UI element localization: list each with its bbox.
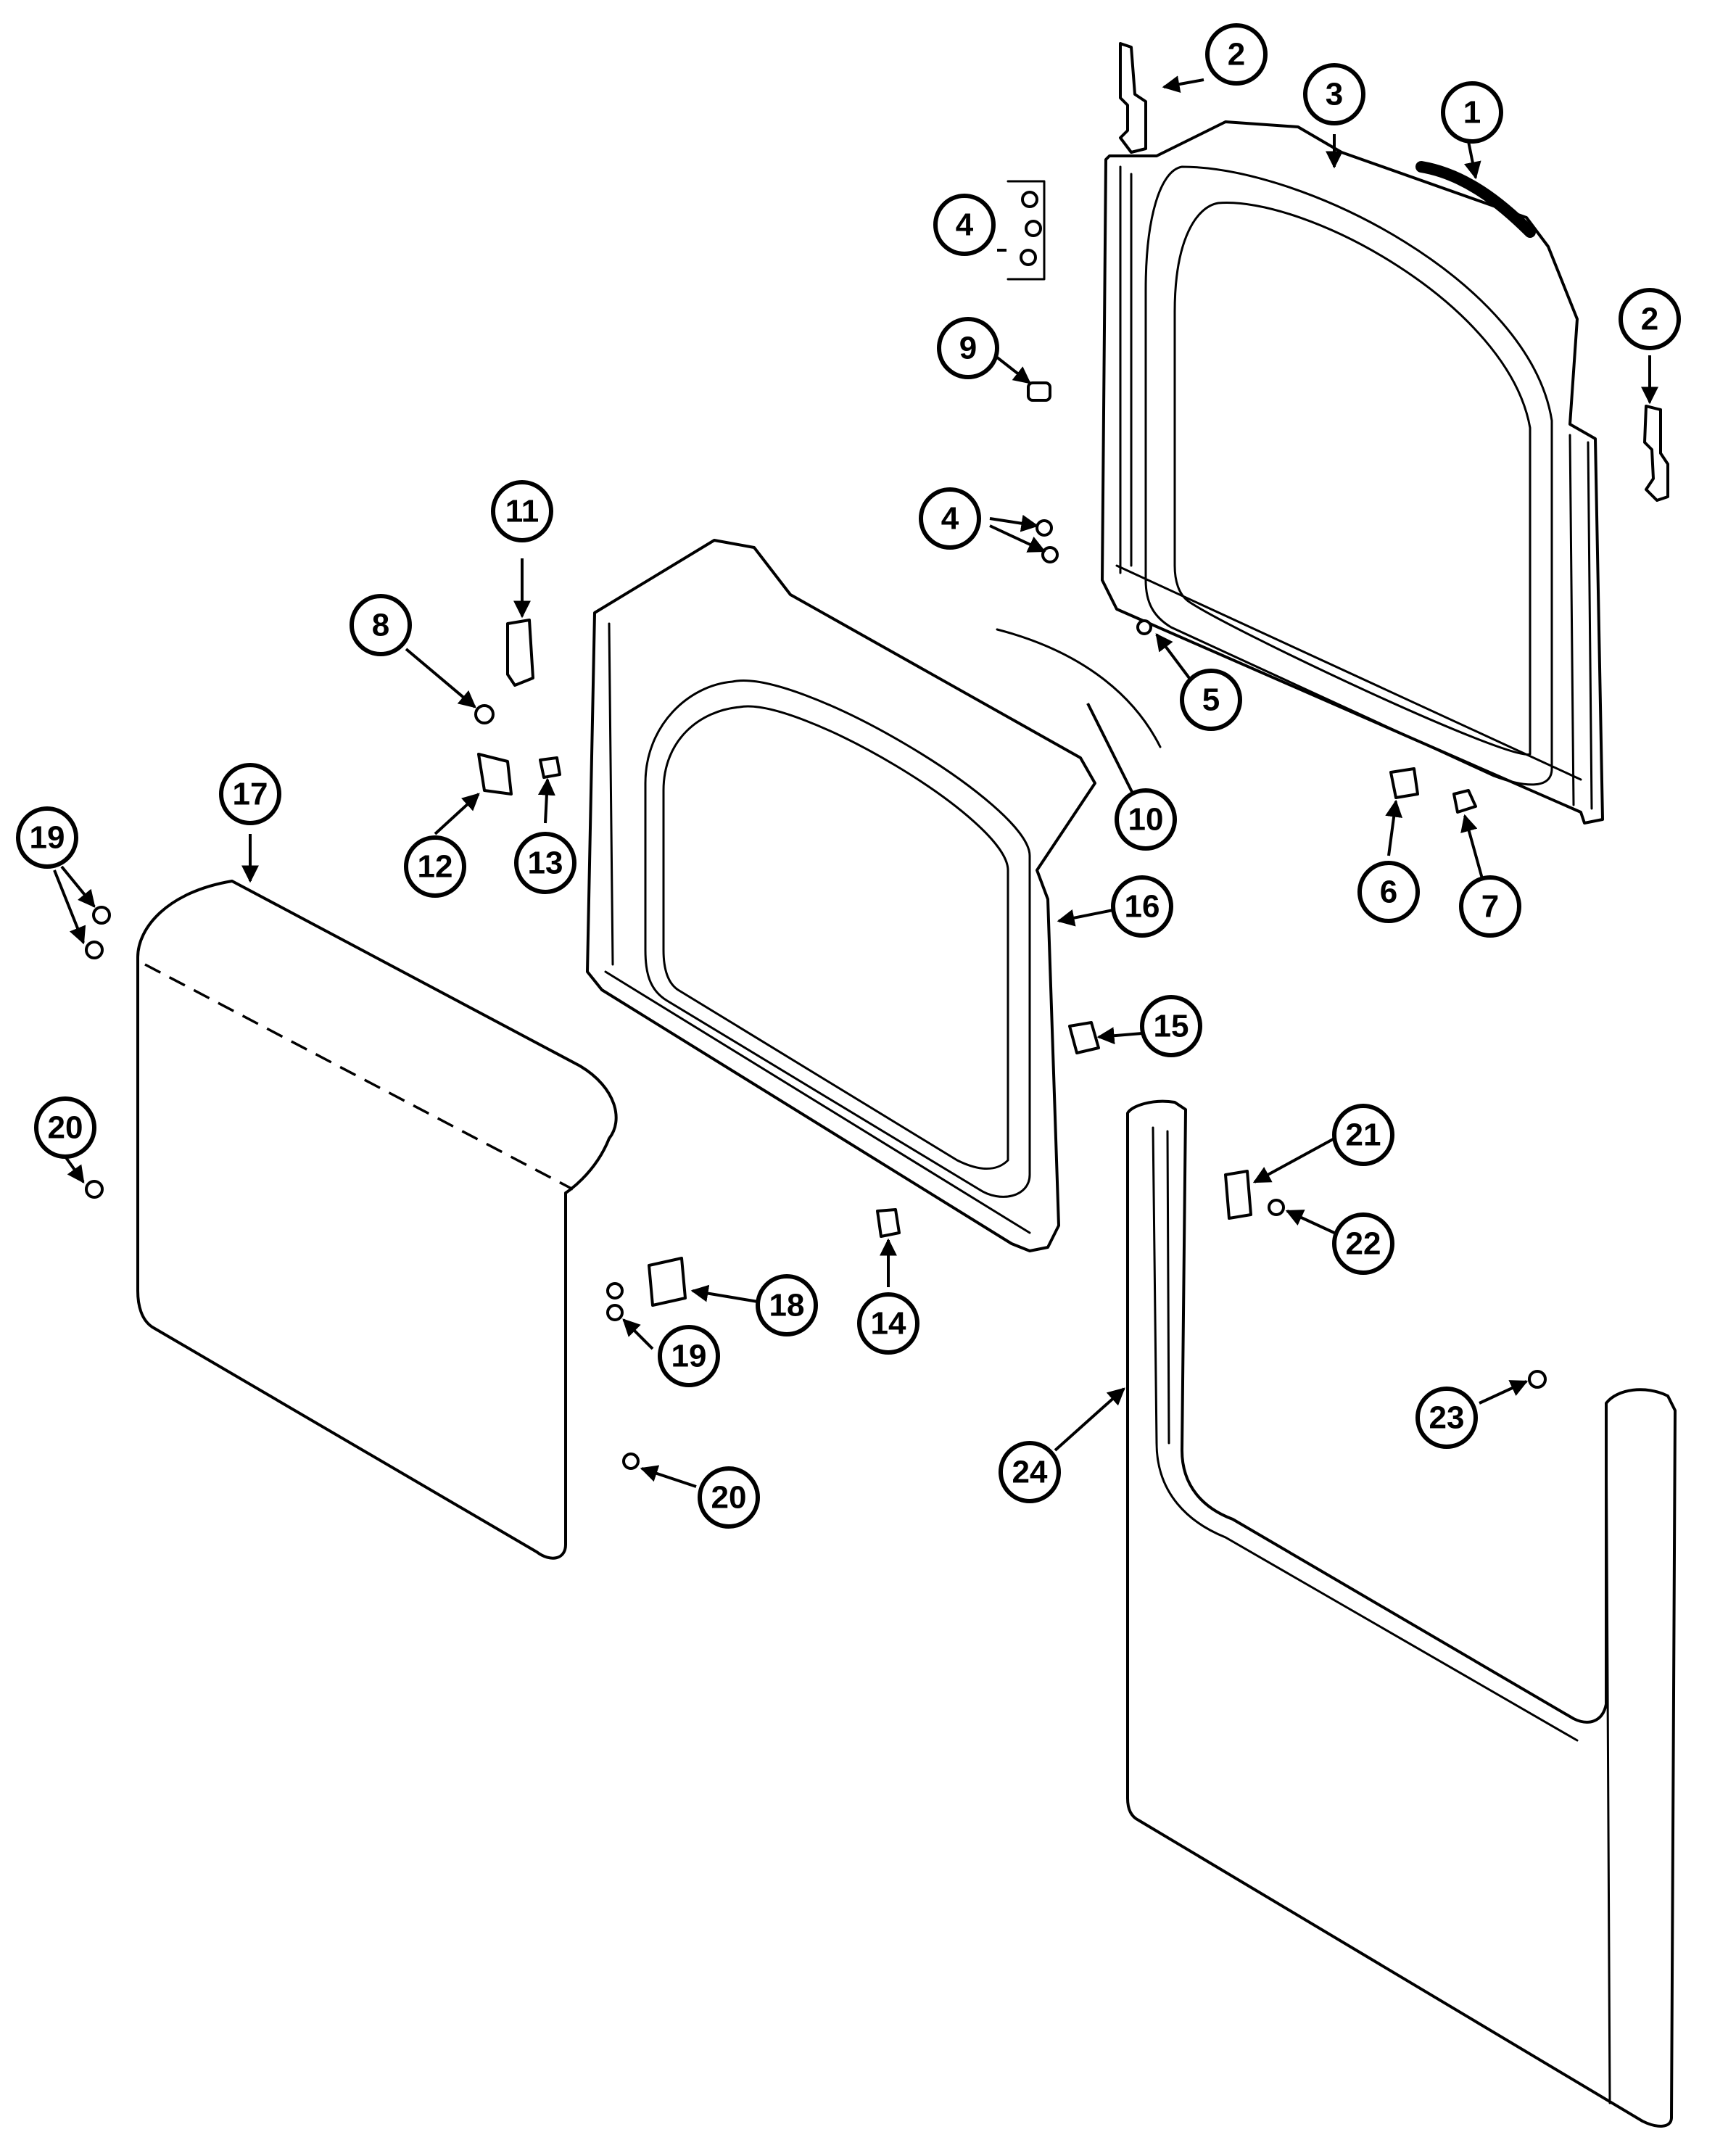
callout-11-label: 11 (505, 494, 540, 529)
part-20-screw-lower (622, 1453, 640, 1470)
part-8-grommet (474, 704, 495, 724)
part-22-screw (1268, 1199, 1285, 1216)
part-19-screws-lower (606, 1282, 624, 1321)
callout-19-lower: 19 (658, 1325, 720, 1387)
callout-7: 7 (1459, 875, 1521, 938)
part-16-door-frame (586, 539, 1096, 1252)
callout-20-upper: 20 (34, 1096, 96, 1159)
part-2-bracket-right (1643, 405, 1669, 502)
part-4-screws (1036, 519, 1059, 563)
callout-19-upper: 19 (16, 806, 78, 869)
part-5-screw (1136, 619, 1152, 635)
callout-10-label: 10 (1128, 802, 1164, 838)
callout-23: 23 (1415, 1387, 1478, 1449)
callout-2-top: 2 (1205, 23, 1268, 86)
callout-12-label: 12 (418, 849, 453, 885)
callout-20-lower: 20 (698, 1466, 760, 1529)
callout-21-label: 21 (1346, 1117, 1381, 1153)
part-21-bracket (1224, 1170, 1252, 1220)
callout-22-label: 22 (1346, 1226, 1381, 1262)
leader-lines (53, 75, 1658, 1488)
part-19-screws-upper (85, 906, 111, 959)
callout-4-top-label: 4 (956, 207, 974, 243)
callout-2-top-label: 2 (1228, 37, 1245, 73)
callout-3-label: 3 (1326, 77, 1343, 112)
callout-5-label: 5 (1202, 682, 1220, 718)
callout-12: 12 (404, 835, 466, 898)
part-23-screw (1528, 1370, 1547, 1389)
part-17-door (136, 880, 618, 1560)
callout-4-top: 4 (933, 194, 996, 256)
callout-2-right-label: 2 (1641, 302, 1658, 337)
callout-14: 14 (857, 1292, 919, 1355)
callout-8: 8 (350, 594, 412, 656)
callout-6: 6 (1357, 861, 1420, 923)
part-7-clip (1452, 789, 1477, 814)
part-12-hinge-plate (477, 753, 513, 796)
part-1-seal (1415, 161, 1536, 238)
callout-13-label: 13 (528, 846, 563, 881)
callout-3: 3 (1303, 63, 1365, 125)
callout-10: 10 (1115, 788, 1177, 851)
callout-8-label: 8 (372, 608, 389, 643)
part-2-bracket-top (1119, 42, 1147, 154)
part-20-screw-upper (85, 1180, 104, 1199)
callout-17: 17 (219, 763, 281, 825)
callout-9: 9 (937, 317, 999, 379)
callout-20-upper-label: 20 (48, 1110, 83, 1146)
callout-18-label: 18 (769, 1288, 805, 1323)
callout-13: 13 (514, 832, 576, 894)
callout-14-label: 14 (871, 1306, 906, 1342)
part-15-strike (1068, 1021, 1100, 1054)
part-18-hinge (648, 1257, 687, 1307)
callout-2-right: 2 (1619, 288, 1681, 350)
part-9-nut (1027, 381, 1051, 402)
part-13-clip (539, 756, 561, 779)
part-4-screws-group (1007, 180, 1046, 281)
callout-21: 21 (1332, 1104, 1394, 1166)
callout-15: 15 (1140, 995, 1202, 1057)
callout-16-label: 16 (1125, 889, 1160, 925)
callout-22: 22 (1332, 1212, 1394, 1275)
callout-17-label: 17 (233, 777, 268, 812)
callout-9-label: 9 (959, 331, 977, 366)
callout-23-label: 23 (1429, 1400, 1465, 1436)
part-10-seal (996, 628, 1162, 748)
callout-15-label: 15 (1154, 1009, 1189, 1044)
callout-5: 5 (1180, 669, 1242, 731)
callout-6-label: 6 (1380, 875, 1397, 910)
part-3-front-frame (1101, 120, 1604, 825)
callout-19-upper-label: 19 (30, 820, 65, 856)
part-11-bracket (506, 619, 534, 687)
callout-24: 24 (999, 1441, 1061, 1503)
callout-1-label: 1 (1463, 95, 1481, 131)
callout-18: 18 (756, 1274, 818, 1336)
part-14-clip (876, 1208, 901, 1238)
callout-11: 11 (491, 480, 553, 542)
part-24-lower-panel (1126, 1099, 1677, 2128)
callout-7-label: 7 (1481, 889, 1499, 925)
callout-4-lower-label: 4 (941, 501, 959, 537)
callout-19-lower-label: 19 (671, 1339, 707, 1374)
part-6-clip (1389, 767, 1419, 799)
callout-20-lower-label: 20 (711, 1480, 747, 1516)
callout-1: 1 (1441, 81, 1503, 144)
callout-4-lower: 4 (919, 487, 981, 550)
callout-24-label: 24 (1012, 1455, 1048, 1490)
callout-16: 16 (1111, 875, 1173, 938)
